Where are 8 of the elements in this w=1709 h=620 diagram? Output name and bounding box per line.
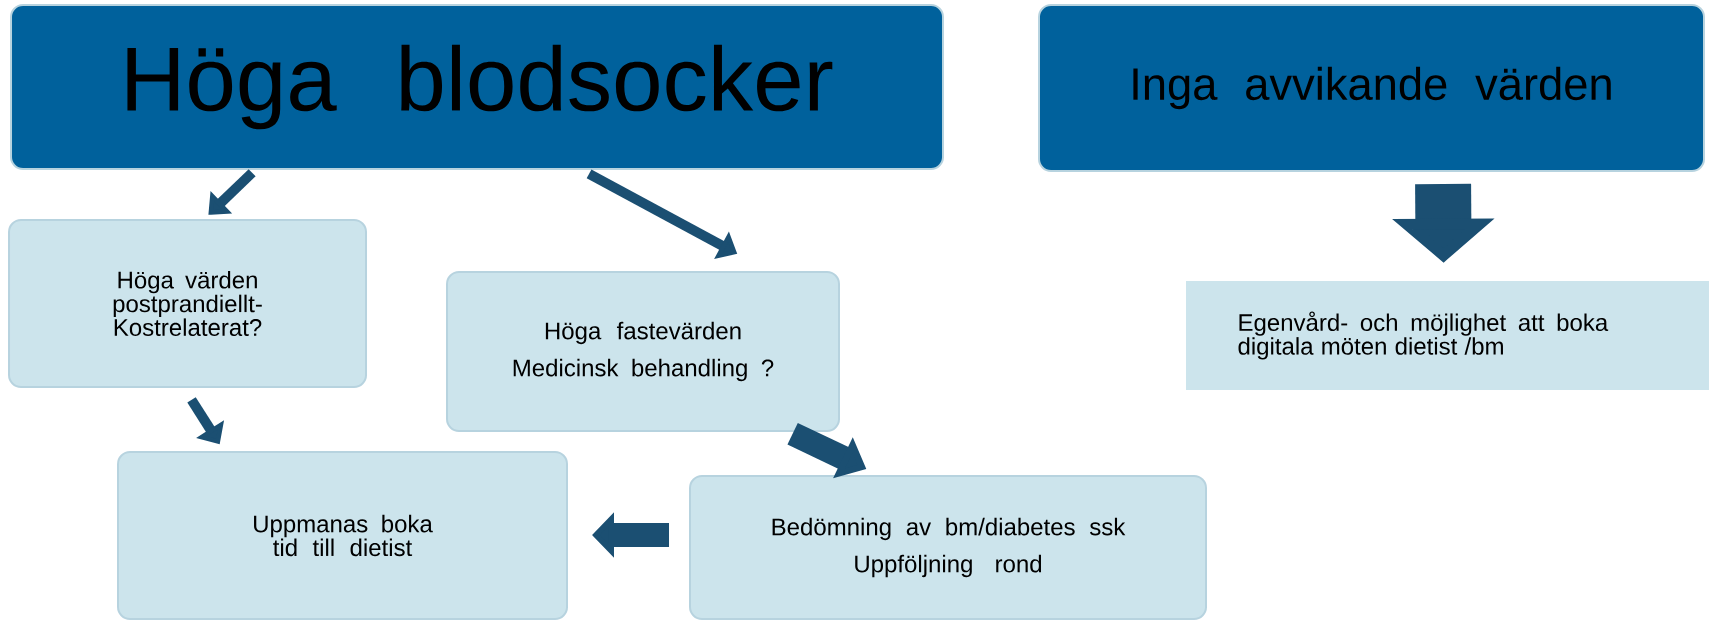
heading-box: Inga avvikande värden	[1038, 4, 1705, 172]
process-box: Uppmanas boka tid till dietist	[117, 451, 568, 620]
process-box: Höga värden postprandiellt- Kostrelaterat?	[8, 219, 367, 388]
process-box: Bedömning av bm/diabetes ssk Uppföljning rond	[689, 475, 1207, 620]
info-box: Egenvård- och möjlighet att boka digitala möten dietist /bm	[1186, 281, 1709, 390]
block-arrow	[208, 169, 256, 215]
heading-box: Höga blodsocker	[10, 4, 944, 170]
process-box: Höga fastevärden Medicinsk behandling ?	[446, 271, 840, 432]
